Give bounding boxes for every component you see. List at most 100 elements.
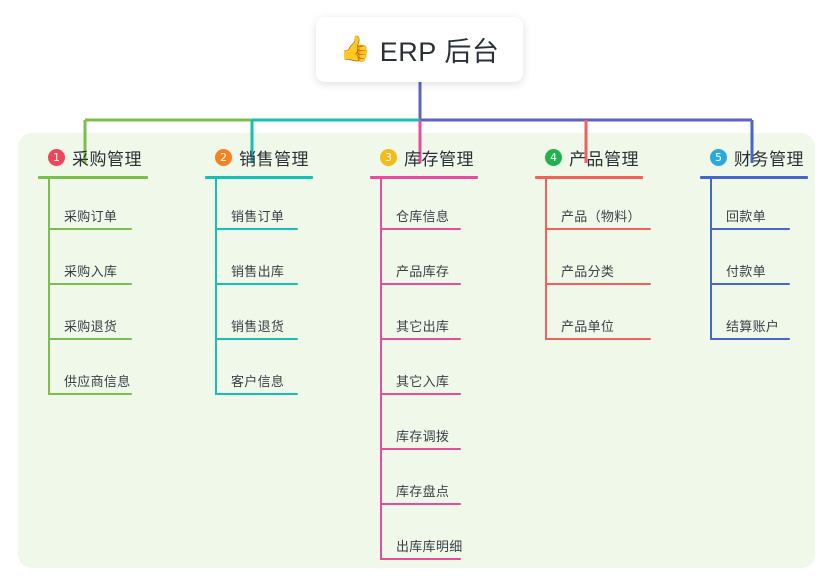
branch-badge-2: 2 (215, 148, 232, 166)
menu-item-label: 销售订单 (231, 209, 285, 224)
menu-item-rule (48, 228, 132, 230)
menu-item[interactable]: 库存盘点 (370, 454, 478, 509)
branch-spine-2 (215, 179, 217, 395)
menu-item-label: 产品库存 (396, 264, 450, 279)
menu-item-rule (710, 338, 790, 340)
menu-item[interactable]: 产品分类 (535, 234, 651, 289)
menu-item-label: 产品单位 (561, 319, 615, 334)
branch-column-1: 1 采购管理采购订单采购入库采购退货供应商信息 (38, 145, 148, 399)
menu-item-rule (380, 558, 461, 560)
menu-item[interactable]: 客户信息 (205, 344, 313, 399)
menu-item[interactable]: 采购退货 (38, 289, 148, 344)
branch-item-list-5: 回款单付款单结算账户 (700, 179, 808, 344)
menu-item-label: 付款单 (726, 264, 766, 279)
menu-item-label: 产品（物料） (561, 209, 641, 224)
branch-badge-3: 3 (380, 148, 397, 166)
menu-item-rule (48, 338, 132, 340)
branch-column-5: 5 财务管理回款单付款单结算账户 (700, 145, 808, 344)
menu-item-label: 销售退货 (231, 319, 285, 334)
branch-header-1[interactable]: 1 采购管理 (38, 145, 148, 169)
menu-item-label: 库存盘点 (396, 484, 450, 499)
menu-item-label: 产品分类 (561, 264, 615, 279)
menu-item-rule (380, 503, 461, 505)
menu-item-label: 供应商信息 (64, 374, 131, 389)
branch-title-1: 采购管理 (72, 149, 142, 169)
branch-header-4[interactable]: 4 产品管理 (535, 145, 643, 169)
menu-item[interactable]: 库存调拨 (370, 399, 478, 454)
menu-item-rule (215, 393, 298, 395)
menu-item[interactable]: 其它出库 (370, 289, 478, 344)
menu-item-label: 仓库信息 (396, 209, 450, 224)
menu-item[interactable]: 销售出库 (205, 234, 313, 289)
menu-item[interactable]: 其它入库 (370, 344, 478, 399)
branch-item-list-2: 销售订单销售出库销售退货客户信息 (205, 179, 313, 399)
menu-item-rule (710, 283, 790, 285)
menu-item-label: 销售出库 (231, 264, 285, 279)
menu-item[interactable]: 付款单 (700, 234, 808, 289)
menu-item-label: 采购入库 (64, 264, 118, 279)
branch-item-list-3: 仓库信息产品库存其它出库其它入库库存调拨库存盘点出库库明细 (370, 179, 478, 564)
menu-item-rule (48, 393, 132, 395)
menu-item-label: 客户信息 (231, 374, 285, 389)
menu-item-label: 出库库明细 (396, 539, 463, 554)
branch-title-5: 财务管理 (734, 149, 804, 169)
menu-item-rule (48, 283, 132, 285)
branch-column-3: 3 库存管理仓库信息产品库存其它出库其它入库库存调拨库存盘点出库库明细 (370, 145, 478, 564)
branch-spine-5 (710, 179, 712, 340)
branch-rule-4 (535, 176, 643, 179)
menu-item[interactable]: 供应商信息 (38, 344, 148, 399)
menu-item[interactable]: 产品单位 (535, 289, 651, 344)
branch-rule-2 (205, 176, 313, 179)
menu-item-label: 库存调拨 (396, 429, 450, 444)
menu-item-rule (380, 283, 461, 285)
menu-item-rule (215, 228, 298, 230)
root-node[interactable]: 👍 ERP 后台 (316, 17, 523, 82)
branch-title-4: 产品管理 (569, 149, 639, 169)
menu-item[interactable]: 结算账户 (700, 289, 808, 344)
menu-item-rule (380, 393, 461, 395)
branch-spine-3 (380, 179, 382, 560)
menu-item-label: 其它出库 (396, 319, 450, 334)
root-node-title: ERP 后台 (379, 37, 500, 67)
menu-item-rule (710, 228, 790, 230)
diagram-background-panel (18, 133, 815, 568)
branch-item-list-4: 产品（物料） 产品分类产品单位 (535, 179, 651, 344)
branch-header-5[interactable]: 5 财务管理 (700, 145, 808, 169)
menu-item[interactable]: 回款单 (700, 179, 808, 234)
menu-item-rule (545, 283, 651, 285)
menu-item-label: 回款单 (726, 209, 766, 224)
branch-badge-4: 4 (545, 148, 562, 166)
branch-header-3[interactable]: 3 库存管理 (370, 145, 478, 169)
menu-item[interactable]: 销售退货 (205, 289, 313, 344)
menu-item-rule (380, 228, 461, 230)
menu-item-rule (545, 338, 651, 340)
menu-item-label: 采购退货 (64, 319, 118, 334)
branch-spine-1 (48, 179, 50, 395)
branch-rule-5 (700, 176, 808, 179)
menu-item[interactable]: 销售订单 (205, 179, 313, 234)
branch-badge-5: 5 (710, 148, 727, 166)
branch-title-2: 销售管理 (239, 149, 309, 169)
menu-item[interactable]: 出库库明细 (370, 509, 478, 564)
menu-item-rule (215, 283, 298, 285)
branch-item-list-1: 采购订单采购入库采购退货供应商信息 (38, 179, 148, 399)
branch-rule-3 (370, 176, 478, 179)
branch-column-2: 2 销售管理销售订单销售出库销售退货客户信息 (205, 145, 313, 399)
branch-column-4: 4 产品管理产品（物料） 产品分类产品单位 (535, 145, 651, 344)
branch-badge-1: 1 (48, 148, 65, 166)
menu-item-label: 其它入库 (396, 374, 450, 389)
thumbs-up-icon: 👍 (339, 35, 371, 63)
branch-title-3: 库存管理 (404, 149, 474, 169)
menu-item[interactable]: 仓库信息 (370, 179, 478, 234)
menu-item-rule (380, 448, 461, 450)
menu-item[interactable]: 产品库存 (370, 234, 478, 289)
menu-item-label: 采购订单 (64, 209, 118, 224)
menu-item[interactable]: 产品（物料） (535, 179, 651, 234)
menu-item-rule (380, 338, 461, 340)
menu-item-rule (215, 338, 298, 340)
branch-header-2[interactable]: 2 销售管理 (205, 145, 313, 169)
branch-spine-4 (545, 179, 547, 340)
menu-item[interactable]: 采购入库 (38, 234, 148, 289)
menu-item[interactable]: 采购订单 (38, 179, 148, 234)
